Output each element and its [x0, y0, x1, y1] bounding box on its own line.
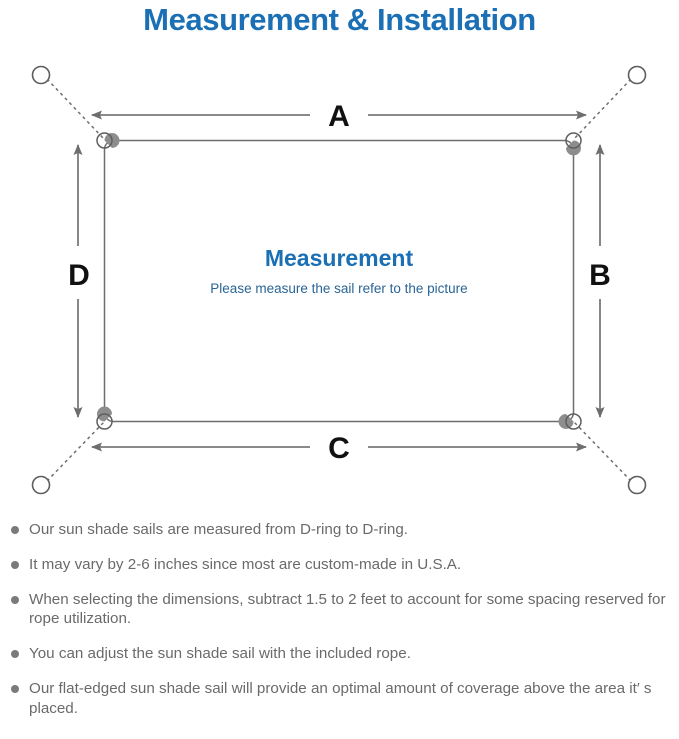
note-text: It may vary by 2-6 inches since most are…: [29, 555, 462, 573]
anchor-rope-lines: [46, 78, 632, 482]
d-ring-bottom-right: [558, 413, 582, 430]
d-ring-top-right: [565, 132, 582, 156]
bullet-icon: [11, 650, 19, 658]
rope-line-top-right: [573, 78, 632, 140]
anchor-point-bottom-left: [31, 475, 51, 495]
rope-line-bottom-left: [46, 421, 105, 482]
list-item: You can adjust the sun shade sail with t…: [0, 644, 679, 664]
dimension-label-d: D: [68, 259, 90, 292]
dimension-label-b: B: [589, 259, 611, 292]
note-text: Our sun shade sails are measured from D-…: [29, 521, 408, 538]
page-title: Measurement & Installation: [143, 2, 536, 37]
list-item: Our sun shade sails are measured from D-…: [0, 520, 679, 540]
anchor-point-top-right: [627, 65, 647, 85]
note-text: You can adjust the sun shade sail with t…: [29, 645, 411, 662]
list-item: When selecting the dimensions, subtract …: [0, 590, 679, 630]
bullet-icon: [11, 595, 19, 604]
bullet-icon: [11, 526, 19, 534]
notes-list: Our sun shade sails are measured from D-…: [0, 520, 679, 733]
d-ring-bottom-left: [96, 406, 113, 430]
rope-line-bottom-right: [573, 421, 632, 482]
note-text: Our flat-edged sun shade sail will provi…: [29, 679, 652, 717]
d-rings: [96, 132, 582, 430]
diagram-center-subtitle: Please measure the sail refer to the pic…: [210, 281, 467, 296]
dimension-label-c: C: [328, 432, 350, 465]
bullet-icon: [11, 560, 19, 569]
note-text: When selecting the dimensions, subtract …: [29, 590, 666, 628]
list-item: It may vary by 2-6 inches since most are…: [0, 555, 679, 575]
list-item: Our flat-edged sun shade sail will provi…: [0, 679, 679, 719]
diagram-center-title: Measurement: [265, 245, 414, 271]
bullet-icon: [11, 684, 19, 693]
d-ring-top-left: [96, 132, 120, 149]
anchor-points: [31, 65, 647, 495]
rope-line-top-left: [46, 78, 105, 140]
sail-rectangle: [103, 139, 575, 423]
measurement-diagram: A C D B Measurement Please measure the s…: [0, 44, 679, 514]
anchor-point-top-left: [31, 65, 51, 85]
anchor-point-bottom-right: [627, 475, 647, 495]
dimension-label-a: A: [328, 100, 350, 133]
